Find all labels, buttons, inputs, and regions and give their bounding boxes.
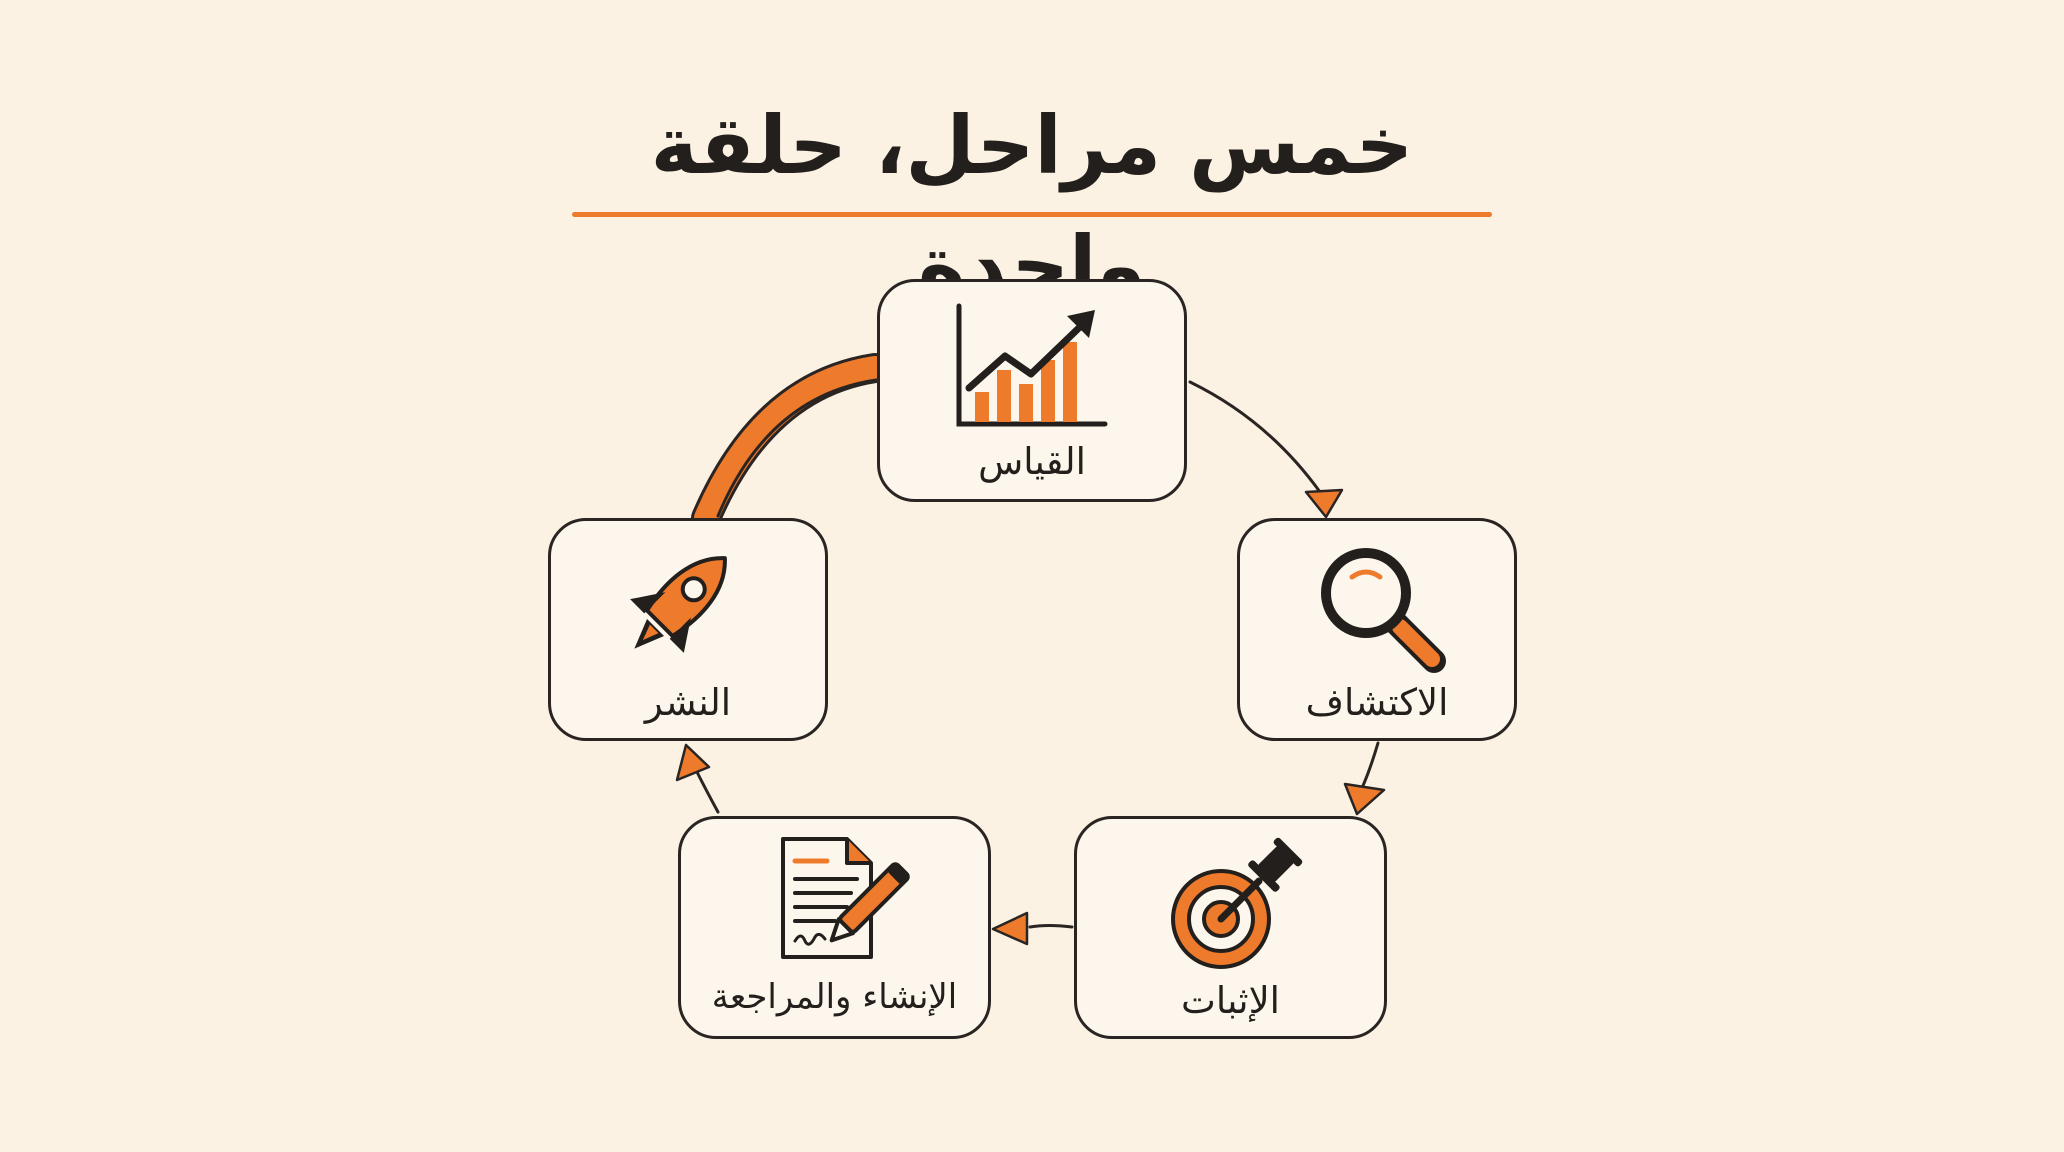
connector-create-to-deploy: [694, 768, 720, 814]
stage-label-measure: القياس: [978, 440, 1086, 483]
arrowhead-to-validation: [1343, 782, 1386, 816]
arrowhead-to-discovery: [1304, 488, 1344, 519]
rocket-icon: [630, 556, 727, 653]
connector-measure-to-discovery: [1188, 380, 1322, 494]
chart-growth-icon: [956, 303, 1108, 427]
stage-measure: القياس: [877, 279, 1187, 502]
document-pen-icon: [781, 837, 910, 959]
page-title: خمس مراحل، حلقة واحدة: [650, 99, 1414, 312]
title-underline: [572, 212, 1492, 217]
stage-label-deploy: النشر: [644, 681, 732, 724]
stage-label-discovery: الاكتشاف: [1305, 681, 1449, 724]
stage-label-create-review: الإنشاء والمراجعة: [711, 977, 958, 1017]
stage-label-validation: الإثبات: [1181, 979, 1280, 1022]
thick-arc-deploy-to-measure: [691, 353, 890, 533]
arrowhead-to-create: [991, 911, 1029, 946]
stage-deploy: النشر: [548, 518, 828, 741]
stage-create-review: الإنشاء والمراجعة: [678, 816, 991, 1039]
target-pin-icon: [1171, 837, 1303, 969]
stage-validation: الإثبات: [1074, 816, 1387, 1039]
arrowhead-to-deploy: [675, 743, 711, 782]
magnifier-icon: [1321, 548, 1446, 673]
connector-validation-to-create: [1028, 924, 1074, 929]
connector-discovery-to-validation: [1360, 741, 1380, 790]
stage-discovery: الاكتشاف: [1237, 518, 1517, 741]
